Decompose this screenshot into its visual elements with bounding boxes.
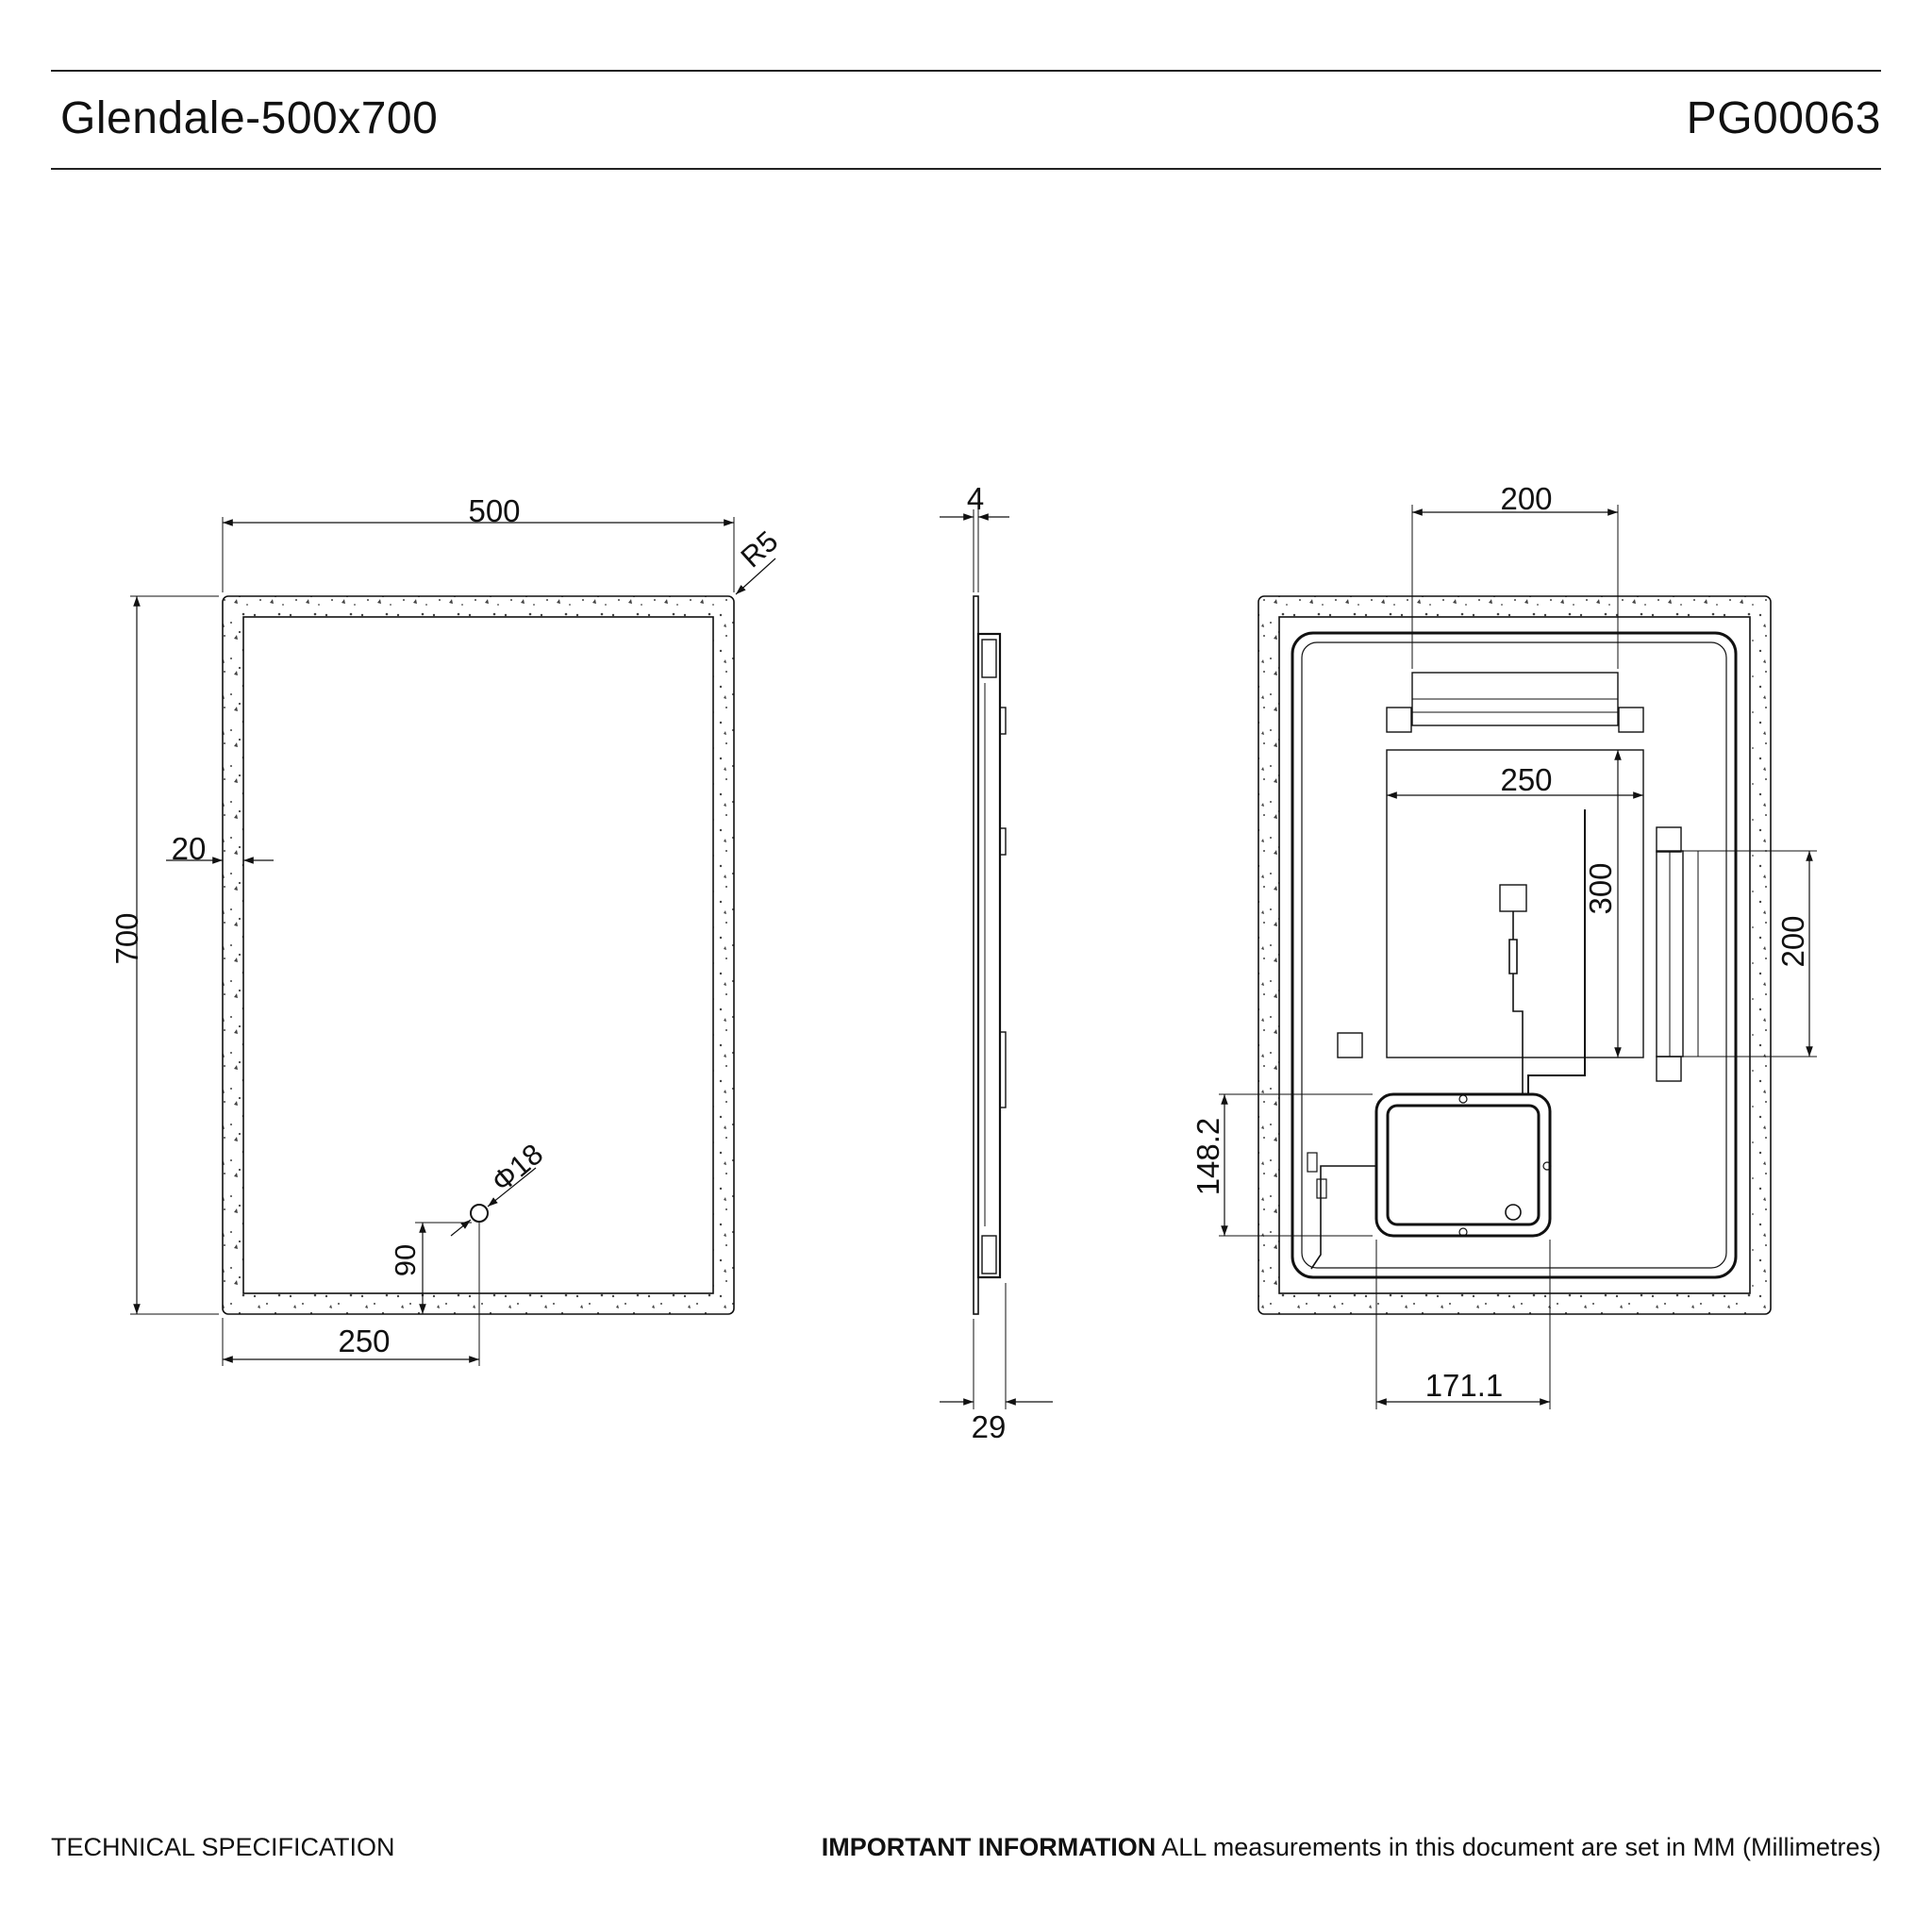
model-name: Glendale-500x700 [60, 93, 439, 143]
central-panel [1386, 749, 1644, 1058]
footer-important-info: IMPORTANT INFORMATION ALL measurements i… [822, 1833, 1881, 1862]
side-depth-label: 29 [972, 1409, 1007, 1444]
product-code: PG00063 [1686, 93, 1881, 143]
rear-panel-height-label: 300 [1583, 862, 1618, 914]
mirror-outline [223, 596, 734, 1314]
front-height-label: 700 [109, 912, 144, 964]
header-top-rule [51, 70, 1881, 72]
footer-technical-spec: TECHNICAL SPECIFICATION [51, 1833, 395, 1861]
mirror-glass-area [242, 616, 714, 1294]
mirror-outer-edge [222, 595, 735, 1315]
important-label: IMPORTANT INFORMATION [821, 1833, 1157, 1861]
rear-panel-width-label: 250 [1500, 762, 1552, 797]
sensor-square [1499, 884, 1527, 912]
rear-outer-edge [1257, 595, 1772, 1315]
side-view [940, 509, 1053, 1409]
rear-view [1219, 505, 1817, 1409]
driver-box [1374, 1092, 1552, 1238]
front-width-label: 500 [468, 493, 520, 528]
side-frame [976, 632, 1002, 1279]
front-view [130, 517, 776, 1366]
important-text: ALL measurements in this document are se… [1161, 1833, 1881, 1861]
rear-box-width-label: 171.1 [1425, 1368, 1504, 1403]
front-hole-dia-label: Φ18 [485, 1138, 549, 1199]
rear-top-bracket-label: 200 [1500, 481, 1552, 516]
switch-hole [470, 1204, 489, 1223]
front-radius-label: R5 [735, 525, 785, 575]
front-hole-height-label: 90 [389, 1244, 422, 1276]
rear-box-height-label: 148.2 [1191, 1118, 1225, 1196]
led-strip [1291, 631, 1738, 1279]
front-hole-offset-label: 250 [338, 1324, 390, 1358]
rear-side-bracket-label: 200 [1775, 915, 1810, 967]
side-glass-label: 4 [967, 481, 984, 516]
front-border-label: 20 [172, 831, 207, 866]
rear-border-texture [1258, 596, 1771, 1314]
header-bottom-rule [51, 168, 1881, 170]
